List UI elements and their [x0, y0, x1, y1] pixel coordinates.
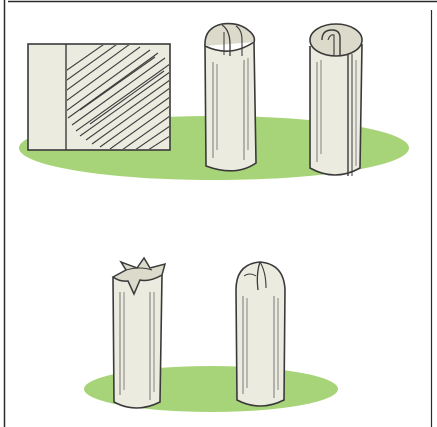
tube-with-cut-notched-top-icon — [113, 258, 165, 408]
paper-rolling-into-tube-icon — [205, 24, 256, 171]
flat-paper-with-glue-strip-icon — [28, 40, 170, 150]
rolled-paper-tube-icon — [310, 24, 362, 176]
tube-with-closed-rounded-top-icon — [236, 262, 285, 406]
